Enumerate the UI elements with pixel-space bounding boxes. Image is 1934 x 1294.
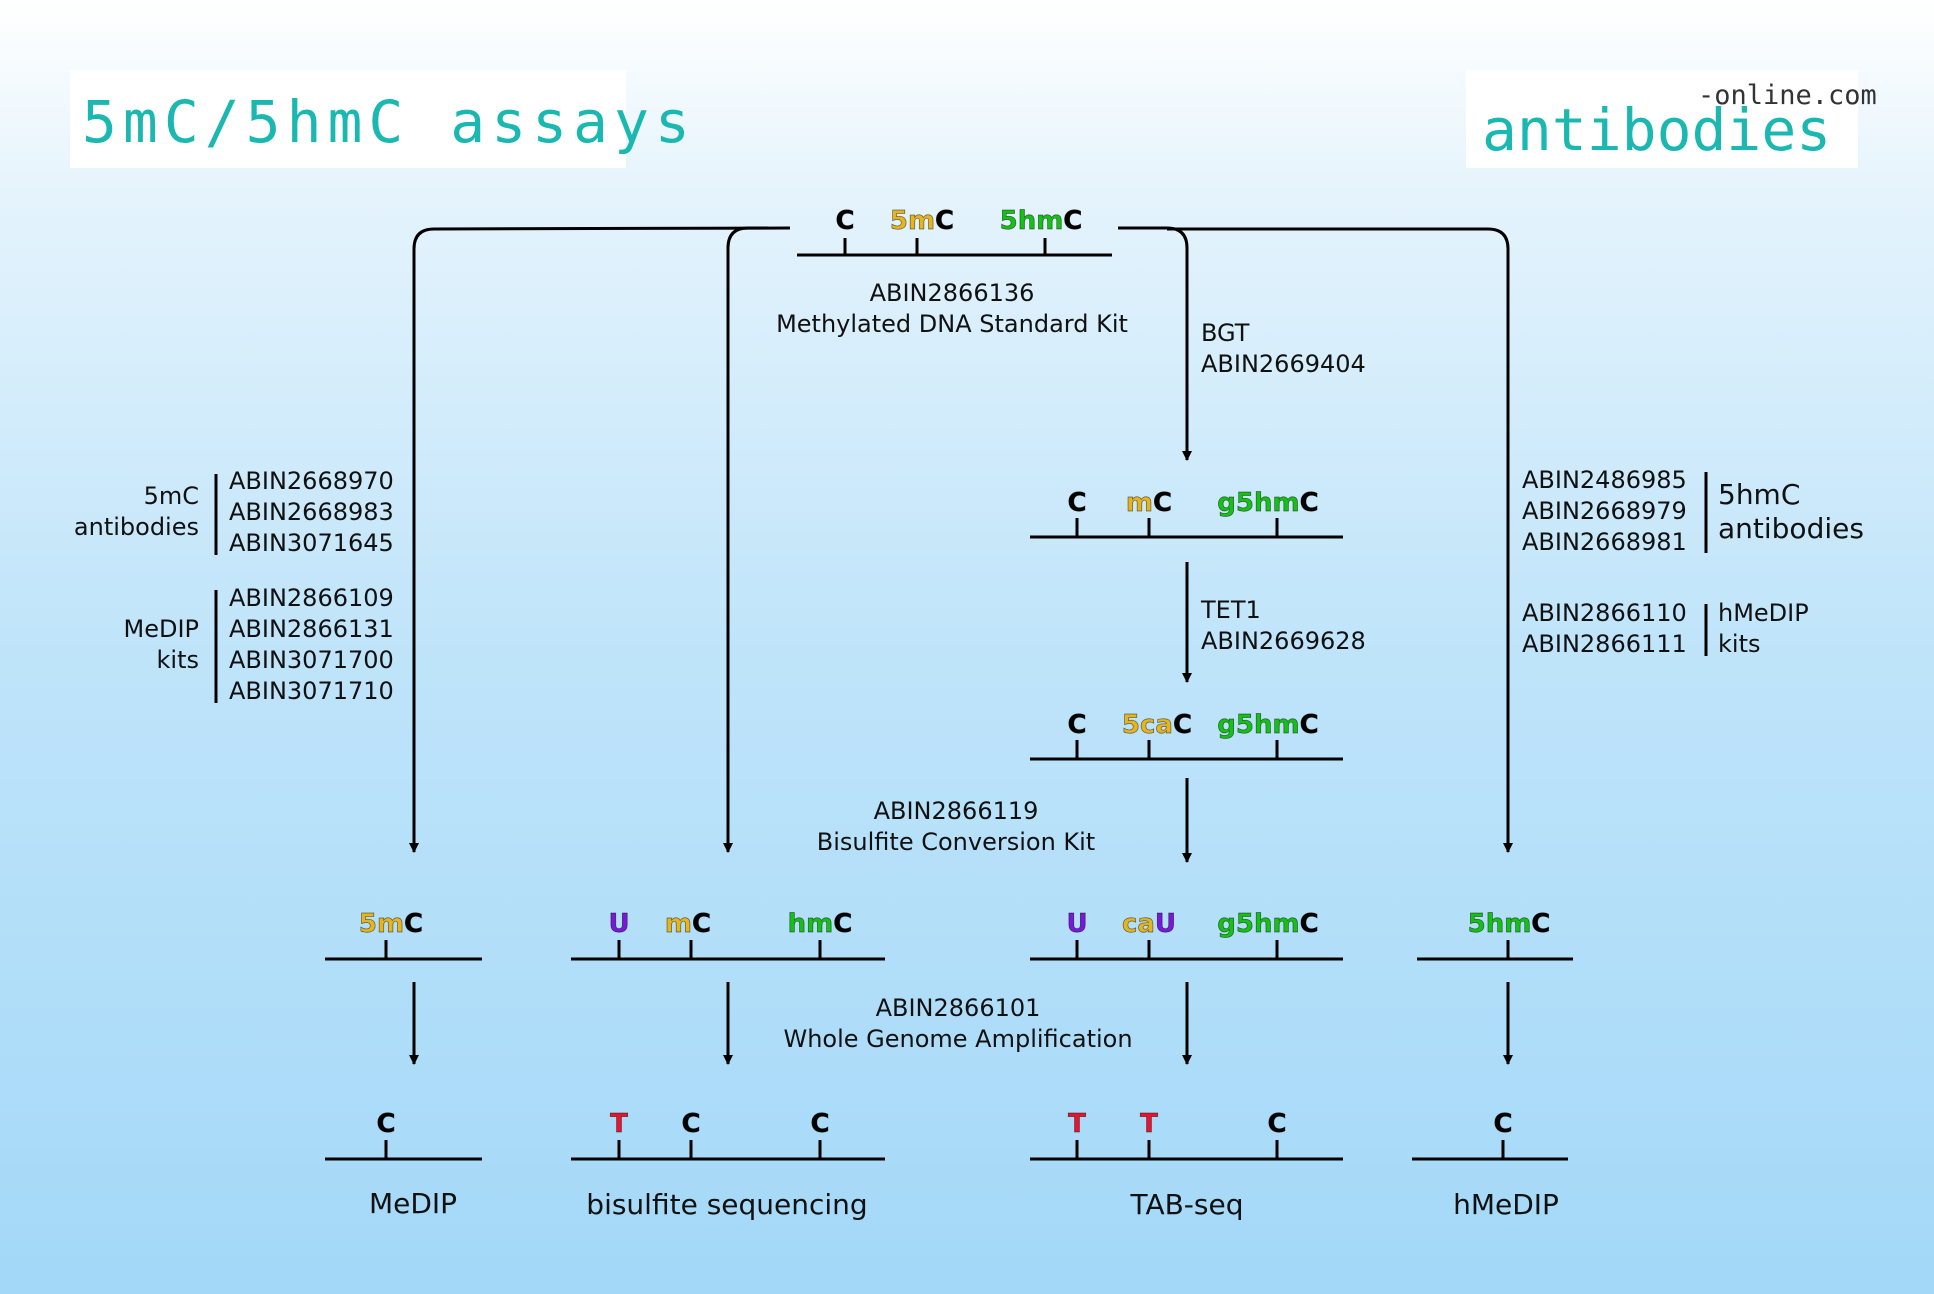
right-kits-label-1: hMeDIP xyxy=(1718,599,1809,627)
bisulfite-nuc-hmc: hmC xyxy=(787,909,853,940)
bgt-enzyme: BGT xyxy=(1201,319,1250,347)
logo: antibodies -online.com xyxy=(1466,70,1877,168)
medip-result-c: C xyxy=(376,1109,396,1140)
bisulfite-result-c: C xyxy=(681,1109,701,1140)
tab-nuc-g5hmc: g5hmC xyxy=(1217,909,1319,940)
left-kit-id: ABIN2866131 xyxy=(229,615,394,643)
arrow-to-hmedip xyxy=(1167,227,1513,853)
tet1-enzyme: TET1 xyxy=(1201,596,1261,624)
tet1-id: ABIN2669628 xyxy=(1201,627,1366,655)
method-hmedip: hMeDIP xyxy=(1453,1188,1559,1221)
left-antibody-id: ABIN3071645 xyxy=(229,529,394,557)
page-title: 5mC/5hmC assays xyxy=(82,88,696,156)
top-kit-id: ABIN2866136 xyxy=(869,279,1035,307)
left-kit-id: ABIN3071710 xyxy=(229,677,394,705)
bgt-nuc-mc: mC xyxy=(1125,488,1173,519)
bisulfite-kit-name: Bisulfite Conversion Kit xyxy=(816,828,1096,856)
left-kit-id: ABIN3071700 xyxy=(229,646,394,674)
hmedip-result-c: C xyxy=(1493,1109,1513,1140)
arrow-to-bisulfite xyxy=(723,226,768,853)
top-nuc-c: C xyxy=(835,206,855,237)
tab-result-t: T xyxy=(1140,1109,1158,1140)
arrow-bgt xyxy=(1118,226,1192,461)
right-kit-id: ABIN2866111 xyxy=(1522,630,1687,658)
bgt-nuc-c: C xyxy=(1067,488,1087,519)
left-antibody-id: ABIN2668970 xyxy=(229,467,394,495)
left-antibody-id: ABIN2668983 xyxy=(229,498,394,526)
left-antibodies-label-2: antibodies xyxy=(73,513,199,541)
medip-nuc-5mc: 5mC xyxy=(358,909,424,940)
tab-result-c: C xyxy=(1267,1109,1287,1140)
title-box: 5mC/5hmC assays xyxy=(70,70,690,168)
bgt-id: ABIN2669404 xyxy=(1201,350,1366,378)
logo-suffix: -online.com xyxy=(1698,80,1877,111)
right-antibodies-label-1: 5hmC xyxy=(1718,478,1801,511)
tet1-nuc-5cac: 5caC xyxy=(1121,710,1193,741)
left-kits-label-1: MeDIP xyxy=(123,615,199,643)
wga-kit-id: ABIN2866101 xyxy=(875,994,1041,1022)
bisulfite-kit-id: ABIN2866119 xyxy=(873,797,1039,825)
logo-main: antibodies xyxy=(1482,96,1832,164)
tab-nuc-u: U xyxy=(1066,909,1088,940)
top-nuc-5mc: 5mC xyxy=(889,206,955,237)
left-antibodies-label-1: 5mC xyxy=(143,482,199,510)
method-bisulfite: bisulfite sequencing xyxy=(586,1188,868,1221)
top-nuc-5hmc: 5hmC xyxy=(999,206,1083,237)
bisulfite-nuc-u: U xyxy=(608,909,630,940)
tet1-nuc-g5hmc: g5hmC xyxy=(1217,710,1319,741)
bgt-nuc-g5hmc: g5hmC xyxy=(1217,488,1319,519)
right-kits-label-2: kits xyxy=(1718,630,1761,658)
right-kit-id: ABIN2866110 xyxy=(1522,599,1687,627)
right-antibody-id: ABIN2668979 xyxy=(1522,497,1687,525)
hmedip-nuc-5hmc: 5hmC xyxy=(1467,909,1551,940)
right-antibodies-label-2: antibodies xyxy=(1718,512,1864,545)
tet1-nuc-c: C xyxy=(1067,710,1087,741)
tab-nuc-cau: caU xyxy=(1121,909,1177,940)
bisulfite-nuc-mc: mC xyxy=(664,909,712,940)
bisulfite-result-c: C xyxy=(810,1109,830,1140)
top-kit-name: Methylated DNA Standard Kit xyxy=(776,310,1128,338)
arrow-to-medip xyxy=(409,226,791,853)
wga-kit-name: Whole Genome Amplification xyxy=(783,1025,1133,1053)
right-antibody-id: ABIN2668981 xyxy=(1522,528,1687,556)
method-tab: TAB-seq xyxy=(1130,1188,1244,1221)
method-medip: MeDIP xyxy=(368,1187,458,1220)
left-kits-label-2: kits xyxy=(156,646,199,674)
left-kit-id: ABIN2866109 xyxy=(229,584,394,612)
bisulfite-result-t: T xyxy=(610,1109,628,1140)
right-antibody-id: ABIN2486985 xyxy=(1522,466,1687,494)
tab-result-t: T xyxy=(1068,1109,1086,1140)
